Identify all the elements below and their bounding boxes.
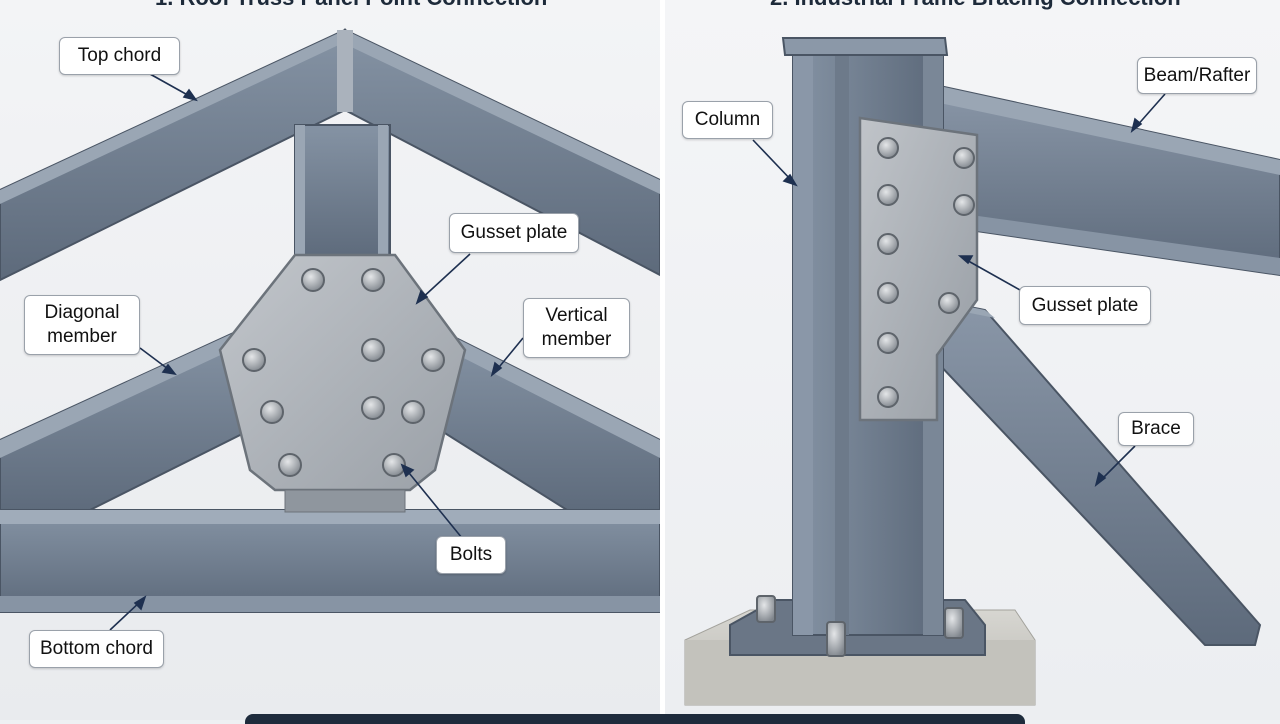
panel-title-truss: 1. Roof Truss Panel Point Connection xyxy=(155,0,547,11)
callout-text: Column xyxy=(694,109,761,130)
callout-text: Diagonal member xyxy=(44,302,120,347)
callout-brace: Brace xyxy=(1118,412,1194,446)
vertical-member xyxy=(294,124,391,261)
callout-text: Gusset plate xyxy=(460,222,568,243)
bottom-chord xyxy=(0,509,660,613)
callout-beam-rafter: Beam/Rafter xyxy=(1137,57,1257,94)
callout-text: Bolts xyxy=(449,544,493,565)
callout-text: Vertical member xyxy=(541,305,612,350)
gusset-plate-truss xyxy=(218,253,467,492)
brace xyxy=(934,298,1262,646)
panel-title-bracing: 2. Industrial Frame Bracing Connection xyxy=(770,0,1181,11)
callout-text: Gusset plate xyxy=(1031,294,1139,316)
callout-bolts: Bolts xyxy=(436,536,506,574)
truss-bolts xyxy=(242,268,445,477)
callout-text: Brace xyxy=(1131,418,1181,439)
callout-diagonal-member: Diagonal member xyxy=(24,295,140,355)
callout-bottom-chord: Bottom chord xyxy=(29,630,164,668)
anchor-bolts xyxy=(756,595,964,657)
frame-bolts xyxy=(877,137,975,408)
callout-text: Beam/Rafter xyxy=(1143,64,1251,86)
callout-top-chord: Top chord xyxy=(59,37,180,75)
panel-divider xyxy=(660,0,665,720)
truss-illustration xyxy=(0,28,660,613)
callout-column: Column xyxy=(682,101,773,139)
bracing-illustration xyxy=(684,37,1280,706)
bracing-connection-panel: 2. Industrial Frame Bracing Connection xyxy=(665,0,1280,720)
callout-vertical-member: Vertical member xyxy=(523,298,630,358)
callout-gusset-plate-truss: Gusset plate xyxy=(449,213,579,253)
truss-connection-panel: 1. Roof Truss Panel Point Connection xyxy=(0,0,660,720)
bottom-caption-bar xyxy=(245,714,1025,724)
callout-gusset-plate-frame: Gusset plate xyxy=(1019,286,1151,325)
callout-text: Top chord xyxy=(77,45,162,66)
callout-text: Bottom chord xyxy=(40,638,153,659)
